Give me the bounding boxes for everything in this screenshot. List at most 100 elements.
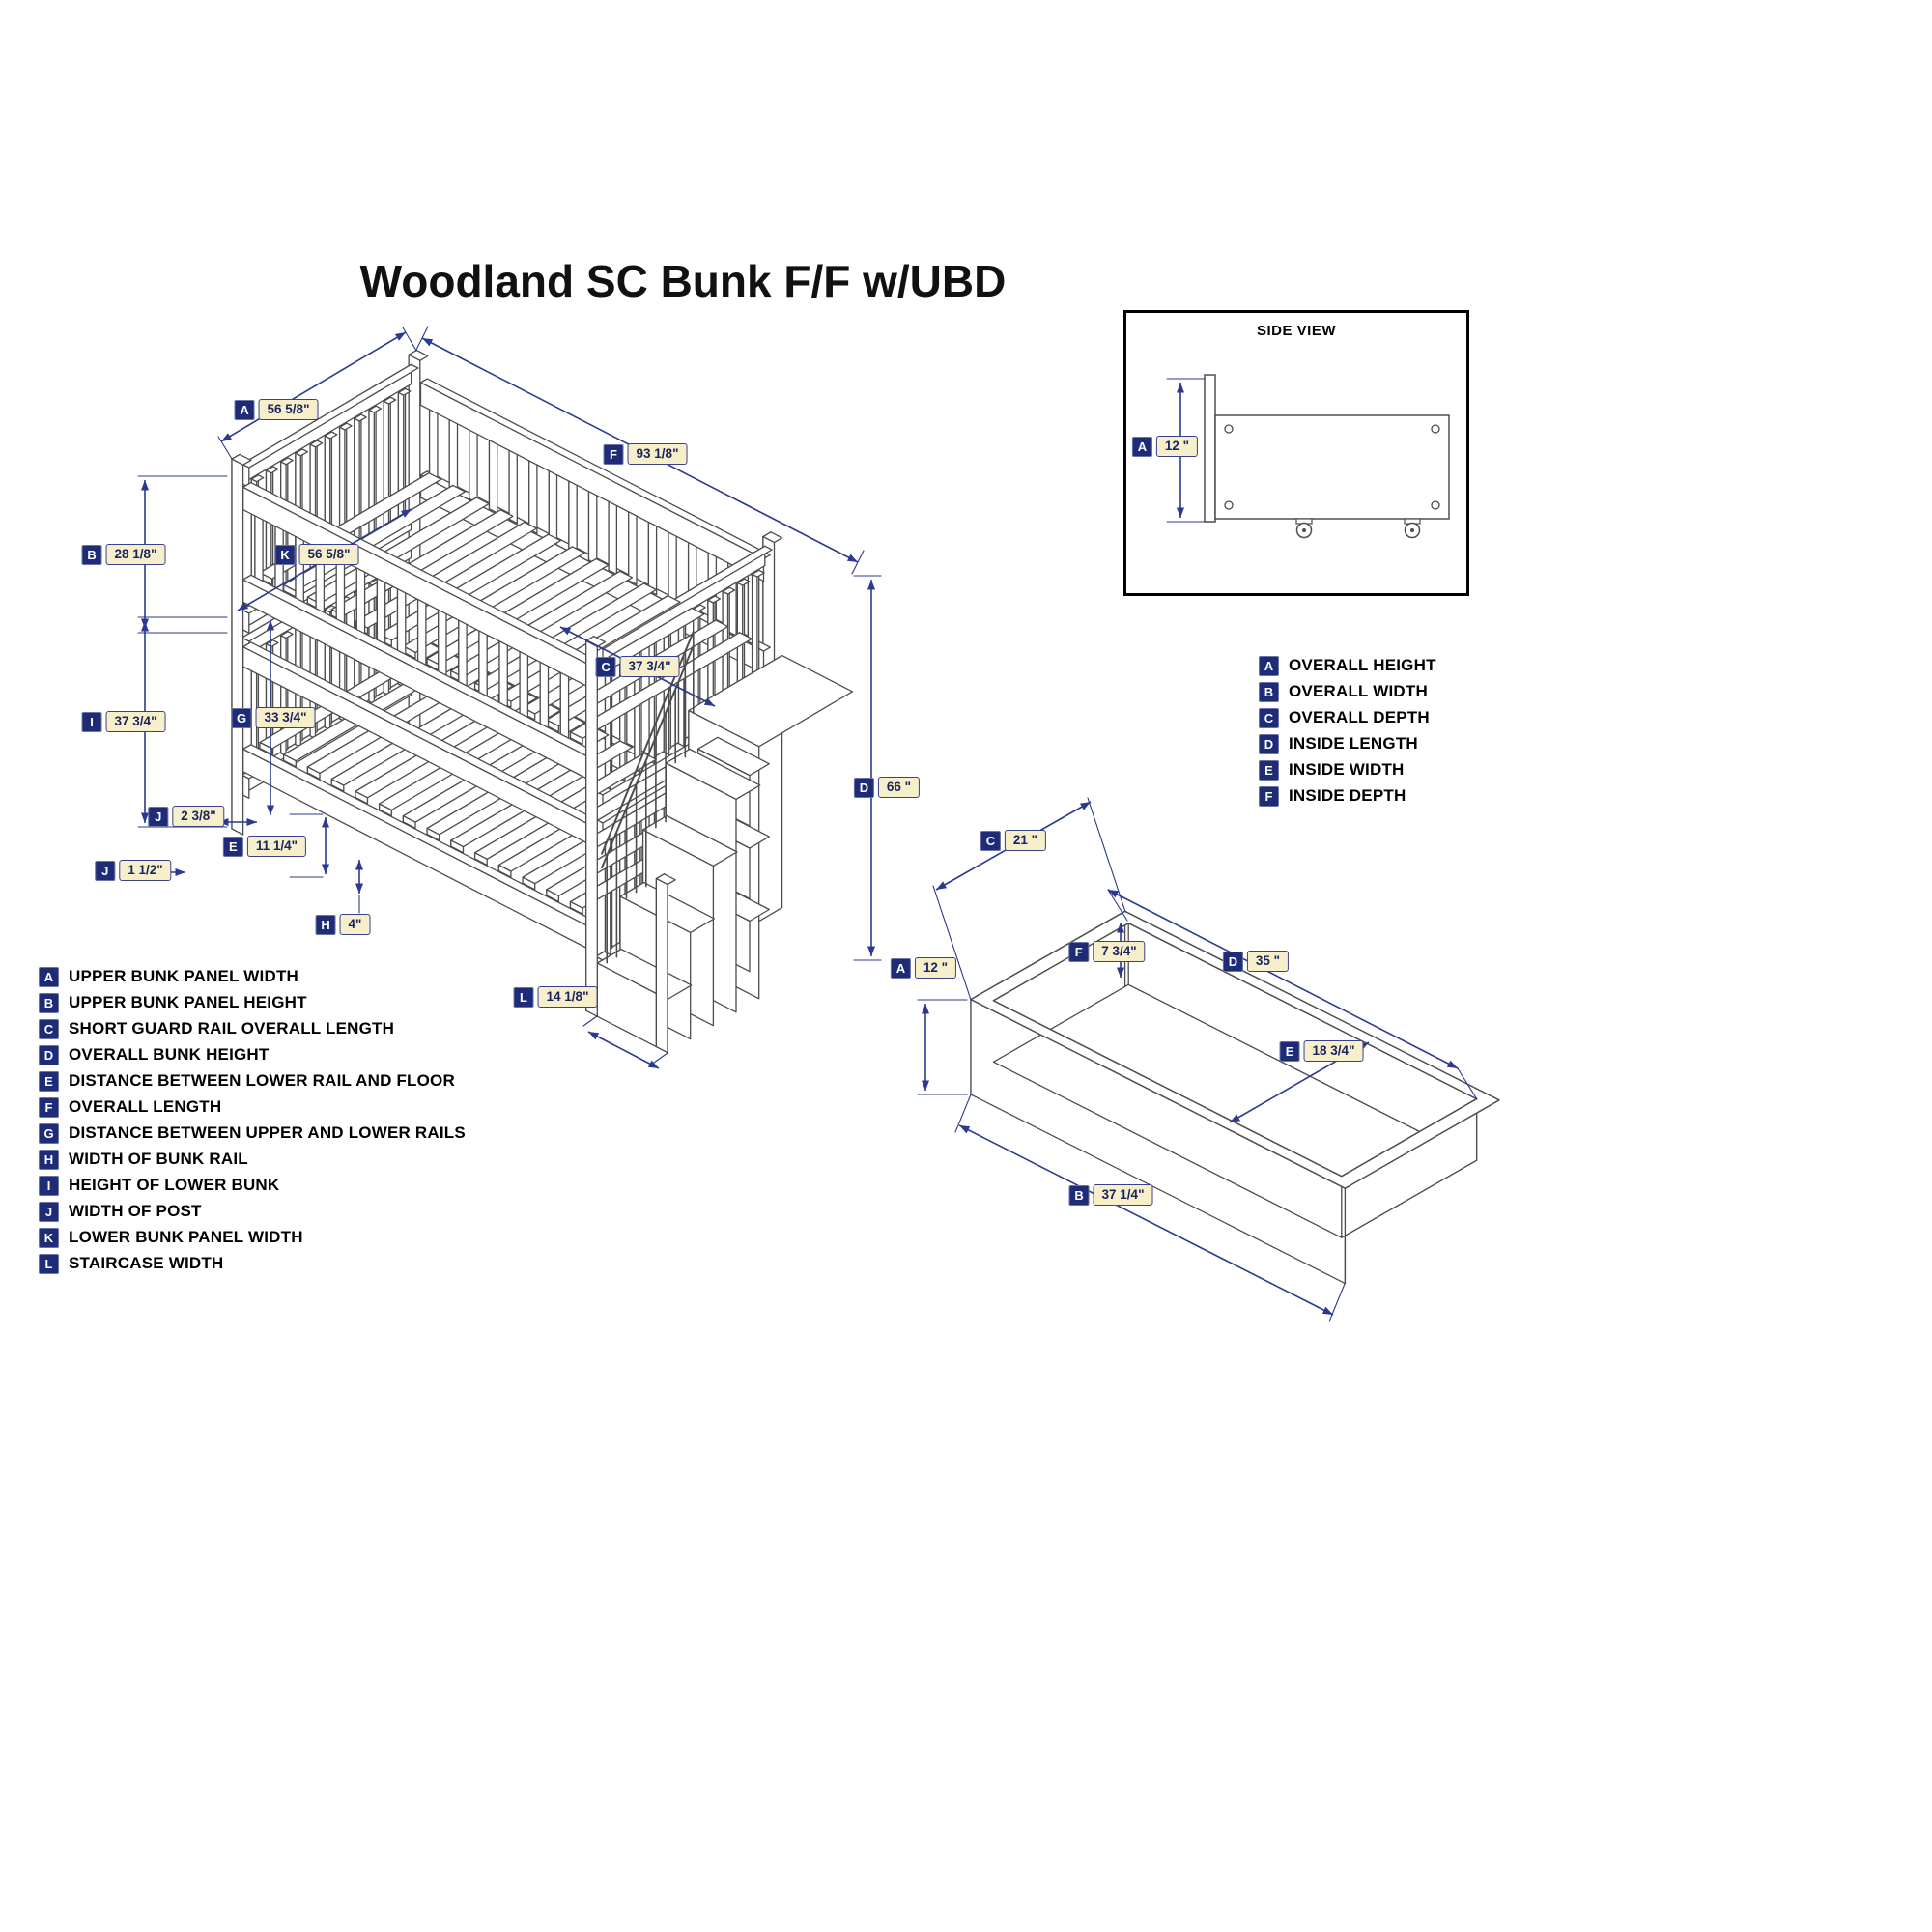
dim-drawer-overall-height: A 12 " [890, 957, 957, 979]
dim-value-J2: 1 1/2" [119, 860, 172, 881]
legend-item: K LOWER BUNK PANEL WIDTH [39, 1227, 466, 1248]
legend-key-D: D [1259, 733, 1279, 754]
dim-overall-length: F 93 1/8" [603, 443, 688, 465]
dim-staircase-width: L 14 1/8" [513, 986, 598, 1008]
legend-key-C: C [1259, 707, 1279, 728]
dim-sideview-height: A 12 " [1131, 436, 1199, 457]
dim-value-dw-C: 21 " [1004, 830, 1047, 851]
dim-value-A: 56 5/8" [258, 399, 319, 420]
dim-lower-rail-to-floor: E 11 1/4" [222, 836, 307, 857]
legend-item: D INSIDE LENGTH [1259, 733, 1436, 754]
legend-key-D: D [39, 1044, 59, 1065]
legend-item: G DISTANCE BETWEEN UPPER AND LOWER RAILS [39, 1122, 466, 1144]
dim-key-K: K [274, 544, 296, 565]
legend-key-I: I [39, 1175, 59, 1196]
dim-value-I: 37 3/4" [105, 711, 166, 732]
legend-label: WIDTH OF BUNK RAIL [69, 1150, 248, 1168]
legend-key-E: E [39, 1070, 59, 1092]
dim-value-dw-F: 7 3/4" [1093, 941, 1146, 962]
legend-key-A: A [1259, 655, 1279, 676]
dim-key-J2: J [95, 860, 116, 881]
dim-key-A: A [234, 399, 255, 420]
legend-item: C SHORT GUARD RAIL OVERALL LENGTH [39, 1018, 466, 1039]
legend-item: D OVERALL BUNK HEIGHT [39, 1044, 466, 1065]
dim-short-guard-rail-length: C 37 3/4" [595, 656, 680, 677]
dim-key-G: G [231, 707, 252, 728]
dim-value-sv-A: 12 " [1155, 436, 1199, 457]
dim-value-G: 33 3/4" [255, 707, 316, 728]
legend-key-E: E [1259, 759, 1279, 781]
dim-key-dw-A: A [890, 957, 911, 979]
side-view-box: SIDE VIEW [1123, 310, 1469, 596]
legend-label: INSIDE DEPTH [1289, 786, 1406, 805]
legend-key-J: J [39, 1201, 59, 1222]
dim-key-F: F [603, 443, 624, 465]
dim-key-D: D [853, 777, 874, 798]
dim-value-H: 4" [339, 914, 371, 935]
legend-label: DISTANCE BETWEEN UPPER AND LOWER RAILS [69, 1123, 466, 1142]
dim-value-dw-B: 37 1/4" [1093, 1184, 1153, 1206]
legend-key-H: H [39, 1149, 59, 1170]
dim-value-E: 11 1/4" [246, 836, 307, 857]
legend-key-F: F [39, 1096, 59, 1118]
bunk-legend: A UPPER BUNK PANEL WIDTH B UPPER BUNK PA… [39, 966, 466, 1280]
legend-key-K: K [39, 1227, 59, 1248]
legend-item: B OVERALL WIDTH [1259, 681, 1436, 702]
dim-value-dw-D: 35 " [1246, 951, 1290, 972]
dim-drawer-inside-length: D 35 " [1222, 951, 1290, 972]
legend-key-B: B [1259, 681, 1279, 702]
drawer-legend: A OVERALL HEIGHT B OVERALL WIDTH C OVERA… [1259, 655, 1436, 812]
legend-key-F: F [1259, 785, 1279, 807]
legend-label: OVERALL BUNK HEIGHT [69, 1045, 270, 1064]
dim-key-J1: J [148, 806, 169, 827]
legend-label: LOWER BUNK PANEL WIDTH [69, 1228, 303, 1246]
legend-label: OVERALL HEIGHT [1289, 656, 1436, 674]
dim-key-B: B [81, 544, 102, 565]
dim-value-dw-E: 18 3/4" [1303, 1040, 1364, 1062]
legend-item: A UPPER BUNK PANEL WIDTH [39, 966, 466, 987]
dim-key-dw-E: E [1279, 1040, 1300, 1062]
dim-key-sv-A: A [1131, 436, 1152, 457]
dim-drawer-inside-depth: F 7 3/4" [1068, 941, 1146, 962]
legend-label: OVERALL WIDTH [1289, 682, 1428, 700]
side-view-title: SIDE VIEW [1256, 323, 1337, 339]
dim-value-L: 14 1/8" [537, 986, 598, 1008]
dim-value-B: 28 1/8" [105, 544, 166, 565]
legend-label: UPPER BUNK PANEL WIDTH [69, 967, 299, 985]
legend-key-A: A [39, 966, 59, 987]
dim-key-C: C [595, 656, 616, 677]
dim-key-dw-F: F [1068, 941, 1090, 962]
dim-width-of-bunk-rail: H 4" [315, 914, 371, 935]
dim-lower-bunk-panel-width: K 56 5/8" [274, 544, 359, 565]
legend-item: A OVERALL HEIGHT [1259, 655, 1436, 676]
legend-label: WIDTH OF POST [69, 1202, 202, 1220]
legend-item: F INSIDE DEPTH [1259, 785, 1436, 807]
dim-value-K: 56 5/8" [298, 544, 359, 565]
legend-label: SHORT GUARD RAIL OVERALL LENGTH [69, 1019, 395, 1037]
legend-label: STAIRCASE WIDTH [69, 1254, 224, 1272]
legend-label: OVERALL LENGTH [69, 1097, 222, 1116]
dim-key-dw-C: C [980, 830, 1001, 851]
dim-drawer-overall-width: B 37 1/4" [1068, 1184, 1153, 1206]
legend-item: J WIDTH OF POST [39, 1201, 466, 1222]
legend-key-G: G [39, 1122, 59, 1144]
dim-distance-between-rails: G 33 3/4" [231, 707, 316, 728]
dim-overall-bunk-height: D 66 " [853, 777, 921, 798]
legend-item: L STAIRCASE WIDTH [39, 1253, 466, 1274]
legend-item: E DISTANCE BETWEEN LOWER RAIL AND FLOOR [39, 1070, 466, 1092]
dim-upper-bunk-panel-width: A 56 5/8" [234, 399, 319, 420]
dim-value-C: 37 3/4" [619, 656, 680, 677]
dim-height-of-lower-bunk: I 37 3/4" [81, 711, 166, 732]
legend-key-B: B [39, 992, 59, 1013]
legend-item: C OVERALL DEPTH [1259, 707, 1436, 728]
dim-drawer-inside-width: E 18 3/4" [1279, 1040, 1364, 1062]
dim-value-F: 93 1/8" [627, 443, 688, 465]
dim-key-I: I [81, 711, 102, 732]
dim-value-D: 66 " [877, 777, 921, 798]
dim-upper-bunk-panel-height: B 28 1/8" [81, 544, 166, 565]
dim-value-dw-A: 12 " [914, 957, 957, 979]
legend-label: INSIDE WIDTH [1289, 760, 1405, 779]
dim-key-E: E [222, 836, 243, 857]
legend-label: UPPER BUNK PANEL HEIGHT [69, 993, 307, 1011]
